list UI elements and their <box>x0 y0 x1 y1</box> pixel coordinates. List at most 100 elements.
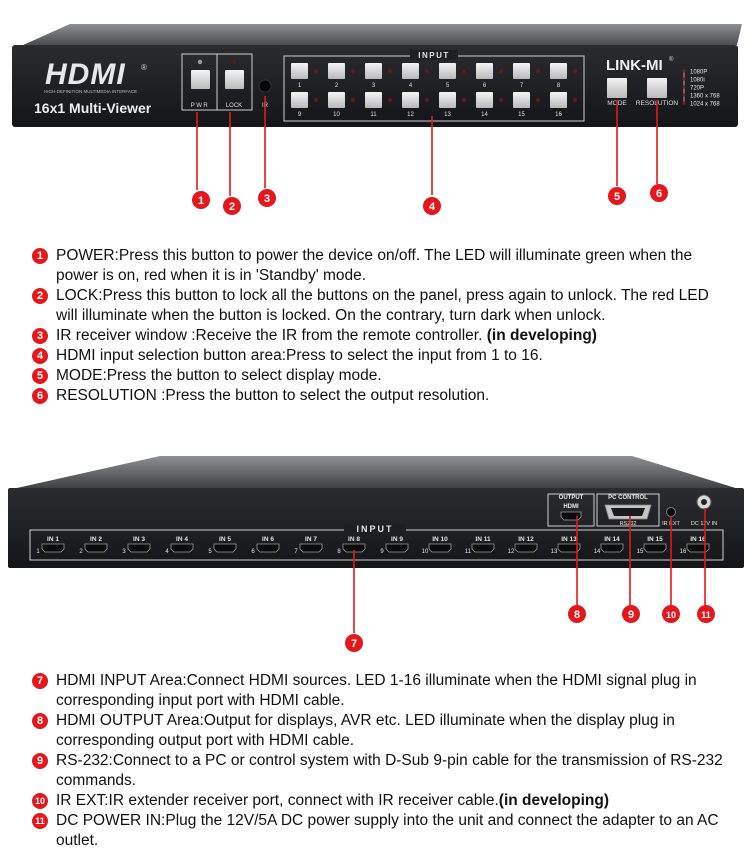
hdmi-input-port-10 <box>428 543 452 553</box>
description-text: RESOLUTION :Press the button to select t… <box>56 387 490 404</box>
input-led-9 <box>314 98 318 102</box>
input-led-15 <box>536 98 540 102</box>
input-button-number: 4 <box>409 83 413 89</box>
rear-port-number: 1 <box>36 549 40 555</box>
input-button-number: 12 <box>407 112 414 118</box>
input-button-6[interactable] <box>476 63 493 79</box>
rear-port-number: 2 <box>79 549 83 555</box>
rear-port-label: IN 4 <box>176 536 188 543</box>
rear-port-label: IN 2 <box>90 536 102 543</box>
hdmi-input-port-16 <box>686 543 710 553</box>
rear-port-label: IN 13 <box>561 536 577 543</box>
input-button-number: 3 <box>372 83 376 89</box>
input-led-14 <box>499 98 503 102</box>
input-button-4[interactable] <box>402 63 419 79</box>
input-led-6 <box>499 69 503 73</box>
hdmi-input-port-14 <box>600 543 624 553</box>
input-button-number: 9 <box>298 112 302 118</box>
ir-window <box>258 79 272 93</box>
rear-port-number: 16 <box>680 549 687 555</box>
input-button-10[interactable] <box>328 92 345 108</box>
description-text: IR receiver window :Receive the IR from … <box>56 327 487 344</box>
callout-marker-6 <box>650 184 668 202</box>
resolution-led <box>682 77 686 81</box>
rear-port-number: 4 <box>165 549 169 555</box>
output-frame <box>547 493 595 527</box>
input-button-number: 16 <box>555 112 562 118</box>
model-name: 16x1 Multi-Viewer <box>34 100 152 116</box>
resolution-button[interactable] <box>647 78 667 98</box>
callout-marker-3 <box>258 189 276 207</box>
resolution-option-label: 1080P <box>690 70 707 76</box>
rear-port-label: IN 15 <box>647 536 663 543</box>
callout-number: 7 <box>351 638 357 650</box>
input-button-12[interactable] <box>402 92 419 108</box>
hdmi-input-port-6 <box>256 543 280 553</box>
rear-port-label: IN 11 <box>475 536 491 543</box>
input-led-13 <box>462 98 466 102</box>
callout-marker-2 <box>223 197 241 215</box>
input-led-1 <box>314 69 318 73</box>
hdmi-input-port-9 <box>385 543 409 553</box>
input-button-14[interactable] <box>476 92 493 108</box>
rear-port-number: 11 <box>465 549 472 555</box>
description-text: IR EXT:IR extender receiver port, connec… <box>56 792 499 809</box>
callout-number: 2 <box>229 201 235 213</box>
input-button-3[interactable] <box>365 63 382 79</box>
description-text: POWER:Press this button to power the dev… <box>56 247 693 284</box>
input-led-2 <box>351 69 355 73</box>
input-button-number: 6 <box>483 83 487 89</box>
description-note: (in developing) <box>486 327 597 344</box>
input-button-9[interactable] <box>291 92 308 108</box>
hdmi-input-port-2 <box>84 543 108 553</box>
power-led <box>197 59 203 65</box>
callout-number: 6 <box>656 188 662 200</box>
description-number-badge: 9 <box>32 753 48 769</box>
input-button-11[interactable] <box>365 92 382 108</box>
input-button-5[interactable] <box>439 63 456 79</box>
input-button-number: 14 <box>481 112 488 118</box>
input-button-2[interactable] <box>328 63 345 79</box>
description-text: RS-232:Connect to a PC or control system… <box>56 752 723 789</box>
hdmi-logo-subtitle: HIGH-DEFINITION MULTIMEDIA INTERFACE <box>44 89 137 94</box>
rear-port-number: 5 <box>208 549 212 555</box>
callout-marker-11 <box>697 605 715 623</box>
input-led-16 <box>573 98 577 102</box>
input-button-1[interactable] <box>291 63 308 79</box>
input-led-12 <box>425 98 429 102</box>
power-button[interactable] <box>191 70 210 89</box>
callout-number: 1 <box>198 195 204 207</box>
lock-button[interactable] <box>225 70 244 89</box>
input-button-7[interactable] <box>513 63 530 79</box>
input-button-number: 15 <box>518 112 525 118</box>
callout-number: 3 <box>264 193 270 205</box>
rear-port-label: IN 14 <box>604 536 620 543</box>
input-led-7 <box>536 69 540 73</box>
input-button-13[interactable] <box>439 92 456 108</box>
mode-button[interactable] <box>607 78 627 98</box>
rear-port-number: 3 <box>122 549 126 555</box>
callout-number: 5 <box>614 191 620 203</box>
pc-control-frame <box>596 493 660 527</box>
rear-port-label: IN 6 <box>262 536 274 543</box>
input-button-16[interactable] <box>550 92 567 108</box>
description-text: HDMI input selection button area:Press t… <box>56 347 543 364</box>
callout-number: 9 <box>628 609 634 621</box>
rear-chassis-top <box>8 456 742 490</box>
input-button-15[interactable] <box>513 92 530 108</box>
input-button-8[interactable] <box>550 63 567 79</box>
description-number-badge: 5 <box>32 368 48 384</box>
callout-marker-1 <box>192 191 210 209</box>
